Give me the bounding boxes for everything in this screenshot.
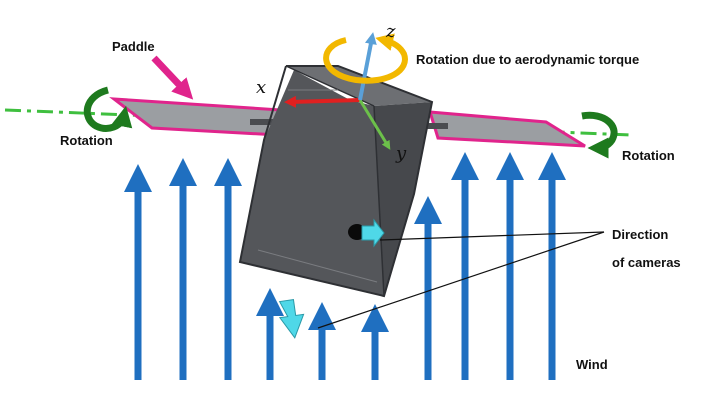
aerodynamic-rotation-icon [323,33,408,84]
x-axis-label: x [256,77,267,98]
right-rotation-label: Rotation [622,148,675,163]
body-front-face [240,70,384,296]
camera-direction-label-line2: of cameras [612,255,681,270]
right-rotation-icon [581,111,618,159]
paddle-pointer-arrow [151,55,194,100]
left-rotation-icon [83,86,133,132]
body-top-face [286,66,432,106]
z-axis-arrow [358,32,377,101]
paddle-label: Paddle [112,39,155,54]
camera-callout-line [379,231,605,241]
body-side-face [374,102,432,296]
camera-arrow-bottom [278,299,305,339]
left-rotation-label: Rotation [60,133,113,148]
camera-callout-line [317,231,605,329]
z-axis-label: z [386,21,396,42]
camera-arrow-side [361,218,385,248]
wind-label: Wind [576,357,608,372]
right-paddle [427,110,586,148]
camera-direction-label-line1: Direction [612,227,669,242]
y-axis-label: y [396,143,407,164]
y-axis-arrow [358,99,391,150]
aerodynamic-rotation-label: Rotation due to aerodynamic torque [416,52,640,67]
x-axis-arrow [284,95,361,108]
satellite-body [238,65,434,298]
wind-arrows [124,152,566,380]
